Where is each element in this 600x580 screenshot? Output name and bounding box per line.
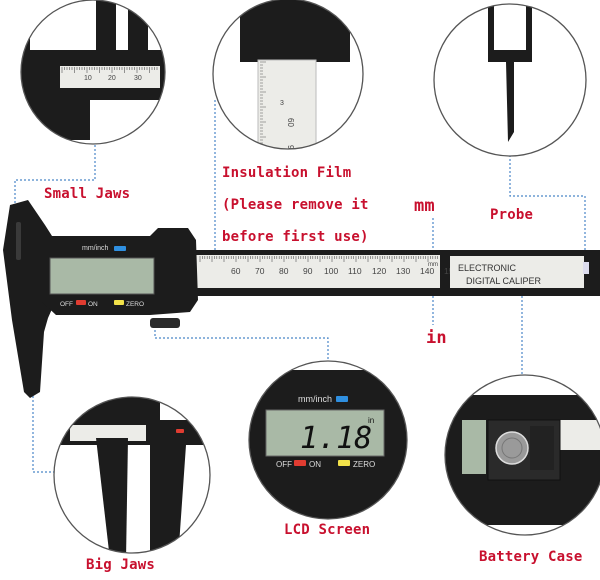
scale-number: 100 <box>324 266 338 276</box>
zoom-scale-number: 90 <box>286 145 295 154</box>
main-caliper: 60 70 80 90 100 110 120 130 140 150 mm E… <box>3 200 600 398</box>
zoom-big-jaws <box>53 396 211 554</box>
zoom-insulation-film: 3 60 90 <box>212 0 364 154</box>
on-label: ON <box>88 301 98 308</box>
zoom-scale-number: 20 <box>108 75 116 82</box>
label-insulation-line1: Insulation Film <box>222 165 352 181</box>
scale-number: 60 <box>231 266 241 276</box>
leader-insulation <box>214 99 222 262</box>
scale-number: 120 <box>372 266 386 276</box>
zoom-probe <box>433 3 587 157</box>
label-insulation-line3: before first use) <box>222 229 369 245</box>
unit-button-label: mm/inch <box>82 245 109 252</box>
zoom-small-jaws: 10 20 30 <box>20 0 166 145</box>
zoom-scale-number: 10 <box>84 75 92 82</box>
scale-number: 90 <box>303 266 313 276</box>
main-scale-ticks <box>199 256 438 262</box>
zoom-battery-case <box>444 374 600 536</box>
label-in: in <box>426 328 447 348</box>
zero-button <box>114 300 124 305</box>
off-label: OFF <box>60 301 73 308</box>
caliper-scale-strip <box>196 255 440 288</box>
zoom-lcd-screen: mm/inch 1.18 in OFF ON ZERO <box>248 360 408 520</box>
zoom-scale-number: 60 <box>286 118 295 127</box>
beam-end-tab <box>583 262 589 274</box>
label-lcd-screen: LCD Screen <box>284 522 371 538</box>
zoom-on-button <box>294 460 306 466</box>
scale-number: 80 <box>279 266 289 276</box>
zoom-off-label: OFF <box>276 460 292 469</box>
caliper-label-plate <box>450 256 584 288</box>
scale-unit: mm <box>428 262 438 268</box>
zoom-on-label: ON <box>309 460 321 469</box>
label-small-jaws: Small Jaws <box>44 186 131 202</box>
zoom-lcd-unit: in <box>368 416 374 425</box>
scale-number: 70 <box>255 266 265 276</box>
leader-lcd <box>154 322 329 362</box>
on-button <box>76 300 86 305</box>
zoom-scale-number: 30 <box>134 75 142 82</box>
scale-number: 130 <box>396 266 410 276</box>
leader-probe <box>509 156 586 262</box>
label-big-jaws: Big Jaws <box>86 557 156 573</box>
label-insulation-line2: (Please remove it <box>222 197 369 213</box>
zoom-unit-label: mm/inch <box>298 394 332 404</box>
thumb-wheel <box>150 318 180 328</box>
zoom-lcd-display <box>265 409 385 457</box>
coin-battery <box>495 431 529 465</box>
unit-button <box>114 246 126 251</box>
zoom-zero-button <box>338 460 350 466</box>
caliper-brand-line2: DIGITAL CALIPER <box>466 276 542 286</box>
zoom-scale-number: 3 <box>280 100 284 107</box>
zoom-zero-label: ZERO <box>353 460 375 469</box>
zero-label: ZERO <box>126 301 144 308</box>
leader-big-jaws <box>32 392 54 473</box>
zoom-lcd-reading: 1.18 <box>300 421 372 456</box>
label-battery-case: Battery Case <box>479 549 583 565</box>
caliper-brand-line1: ELECTRONIC <box>458 263 517 273</box>
lcd-display <box>49 257 155 295</box>
zoom-unit-button <box>336 396 348 402</box>
leader-small-jaws <box>14 144 96 235</box>
scale-number: 110 <box>348 266 362 276</box>
scale-number: 140 <box>420 266 434 276</box>
jaw-slot <box>16 222 21 260</box>
label-probe: Probe <box>490 207 534 223</box>
label-mm: mm <box>414 196 435 216</box>
